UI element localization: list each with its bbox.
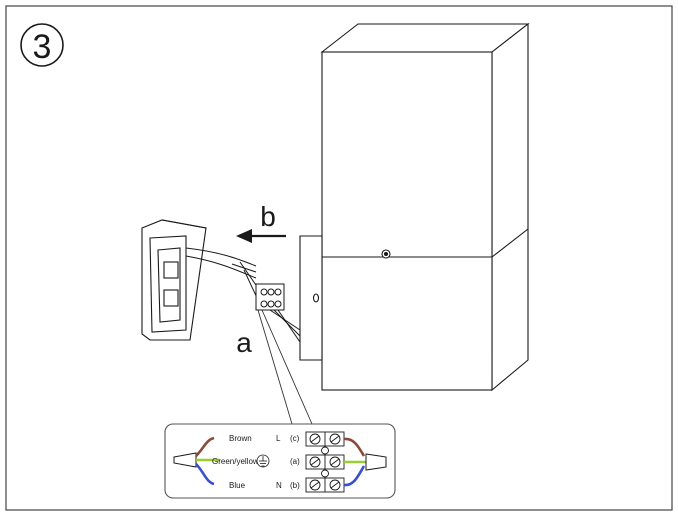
- wall-junction-box: [141, 219, 207, 341]
- brown-wire-right: [343, 437, 366, 457]
- callout-a: a: [236, 327, 252, 358]
- lamp-split-line-side: [491, 228, 529, 258]
- blue-wire-left: [195, 463, 215, 486]
- terminal-screw-1: [260, 288, 268, 296]
- wiring-detail-panel: Brown Green/yellow Blue L N (c) (a) (b): [164, 423, 396, 499]
- lamp-front-face: [321, 51, 493, 391]
- mount-plate-hole: [312, 293, 320, 303]
- connector-block: [305, 431, 345, 493]
- wall-lamp: [299, 22, 530, 392]
- wire-label-green-yellow: Green/yellow: [212, 457, 259, 466]
- left-cable-sheath: [173, 452, 197, 468]
- wire-label-blue: Blue: [229, 481, 246, 490]
- wall-box-clamp-2: [163, 289, 179, 307]
- position-label-b: (b): [290, 481, 300, 490]
- terminal-screw-4: [260, 300, 268, 308]
- blue-wire-right: [343, 465, 366, 487]
- position-label-c: (c): [290, 434, 300, 443]
- right-cable-sheath: [365, 453, 387, 471]
- step-number: 3: [33, 28, 52, 66]
- wall-box-inner: [149, 235, 187, 333]
- terminal-screw-3: [274, 288, 282, 296]
- earth-ground-icon: [256, 454, 270, 468]
- zoom-leader-lines: [257, 309, 313, 425]
- terminal-label-l: L: [276, 434, 281, 443]
- brown-wire-left: [195, 436, 215, 457]
- wall-box-cavity: [157, 247, 181, 323]
- callout-b: b: [260, 201, 276, 232]
- wall-box-edge: [161, 219, 207, 229]
- arrow-left-icon: [236, 229, 252, 243]
- pull-direction-arrow: b: [236, 201, 286, 243]
- step-circle: [20, 23, 64, 67]
- lamp-side-face: [491, 22, 529, 392]
- terminal-block: [255, 283, 285, 311]
- step-number-badge: 3: [20, 23, 64, 67]
- terminal-screw-5: [267, 300, 275, 308]
- position-label-a: (a): [290, 457, 300, 466]
- lamp-screw-dot: [383, 251, 389, 257]
- wall-box-clamp: [163, 261, 179, 279]
- terminal-label-n: N: [276, 481, 282, 490]
- wire-label-brown: Brown: [229, 434, 252, 443]
- terminal-screw-6: [274, 300, 282, 308]
- diagram-frame: [5, 5, 673, 511]
- terminal-screw-2: [267, 288, 275, 296]
- lamp-wires: [269, 309, 301, 343]
